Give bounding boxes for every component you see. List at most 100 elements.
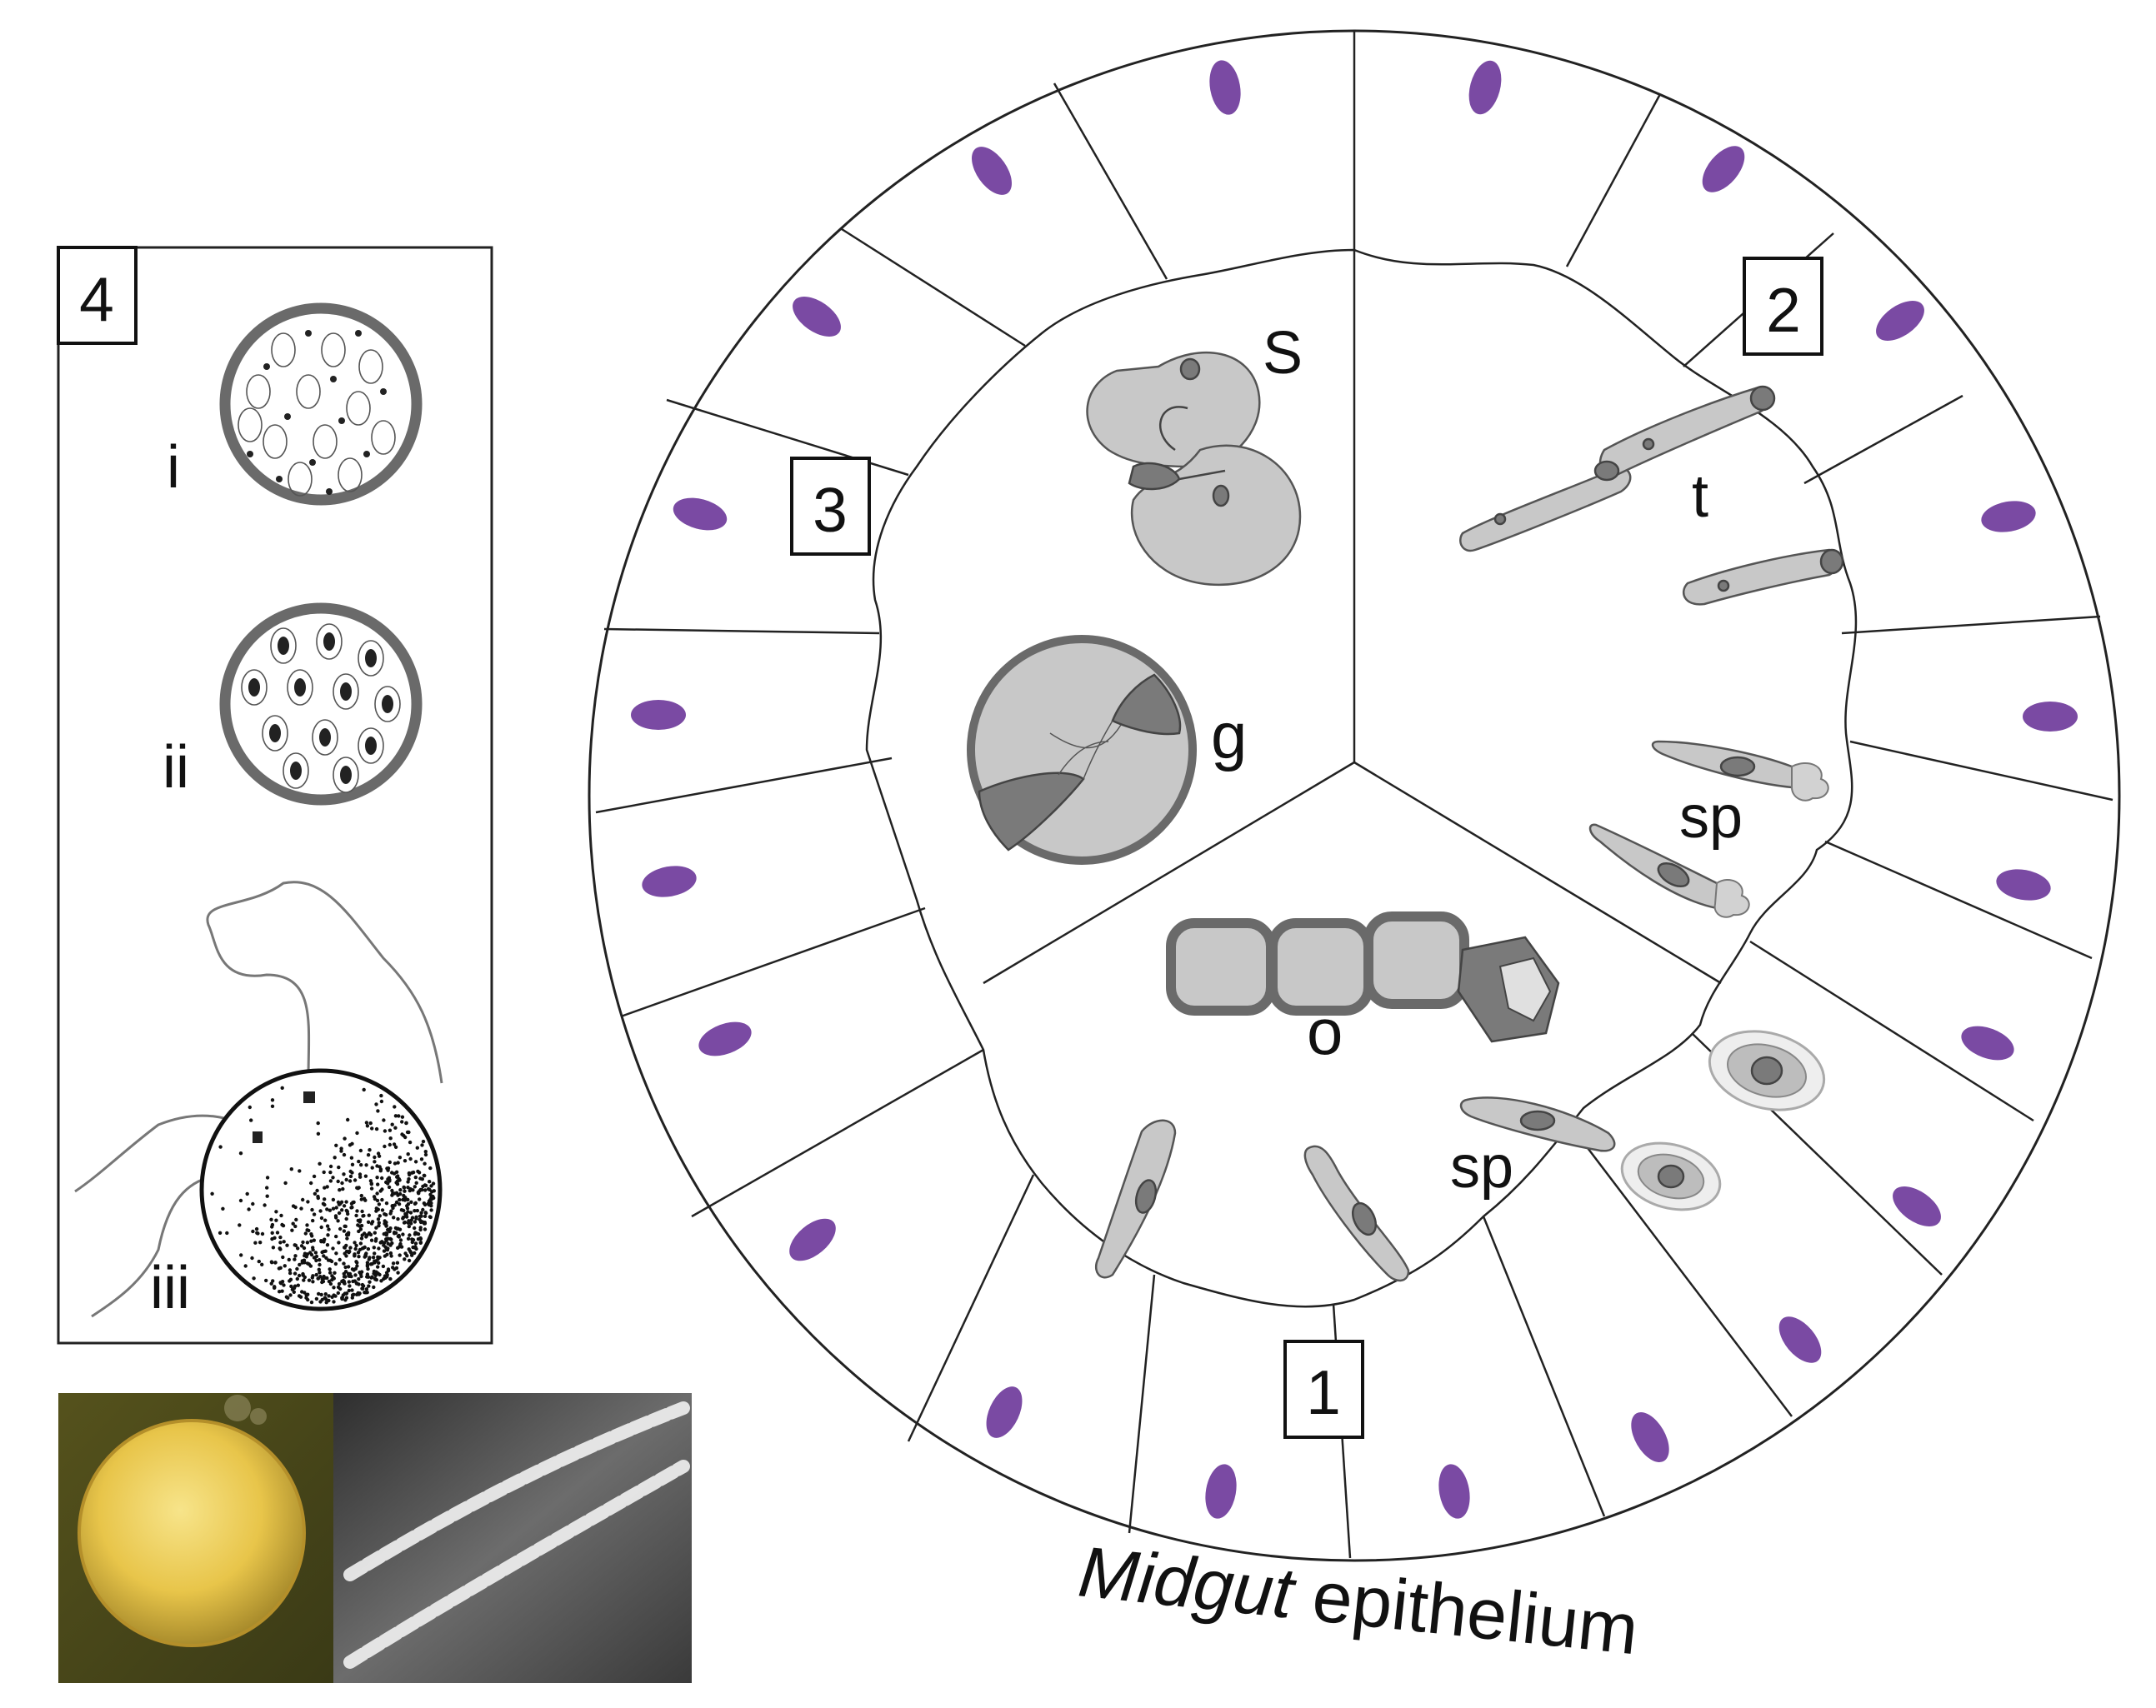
granule: [397, 1202, 402, 1206]
granule: [297, 1273, 302, 1278]
granule: [393, 1231, 397, 1235]
cell-wall: [1803, 394, 1963, 485]
granule: [309, 1300, 314, 1305]
granule: [364, 1234, 369, 1238]
granule: [396, 1161, 400, 1165]
granule: [353, 1241, 357, 1245]
sporozoite-nucleus: [1519, 1110, 1556, 1131]
trophozoite-nucleus: [1493, 512, 1507, 526]
granule: [336, 1219, 340, 1223]
granule: [376, 1109, 380, 1113]
granule: [386, 1181, 390, 1186]
granule: [328, 1271, 333, 1275]
granule: [431, 1181, 436, 1186]
granule: [323, 1186, 327, 1190]
sporoduct-base: [253, 1131, 263, 1143]
granule: [333, 1271, 337, 1276]
granule: [254, 1226, 259, 1231]
granule: [306, 1200, 310, 1204]
cell-nucleus: [673, 497, 728, 531]
granule: [343, 1270, 348, 1274]
granule: [348, 1246, 353, 1250]
granule: [221, 1206, 225, 1211]
granule: [353, 1273, 358, 1277]
granule: [269, 1217, 273, 1222]
granule: [291, 1221, 295, 1226]
granule: [393, 1145, 398, 1150]
granule: [377, 1202, 382, 1206]
granule: [378, 1214, 382, 1218]
trophozoite-nucleus: [1717, 579, 1730, 592]
granule: [338, 1188, 342, 1192]
granule: [337, 1165, 341, 1170]
granule: [410, 1253, 414, 1257]
granule: [423, 1183, 428, 1188]
granule: [342, 1172, 346, 1176]
cell-nucleus: [1205, 1464, 1237, 1519]
granule: [340, 1296, 344, 1300]
granule: [384, 1201, 389, 1206]
granule: [255, 1231, 259, 1236]
gamont: [1111, 673, 1182, 736]
granule: [342, 1204, 347, 1208]
granule: [243, 1264, 248, 1268]
granule: [299, 1206, 303, 1211]
cell-nucleus: [1996, 869, 2051, 901]
cell-wall: [620, 906, 926, 1018]
granule: [419, 1214, 423, 1218]
gamont: [978, 772, 1085, 852]
granule: [386, 1236, 390, 1241]
panel-number-4: 4: [79, 264, 114, 334]
granule: [403, 1135, 408, 1140]
granule: [423, 1188, 428, 1192]
panel-number-4-box: [57, 246, 138, 345]
granule: [423, 1150, 428, 1154]
cell-wall: [841, 227, 1026, 347]
granule: [382, 1249, 387, 1253]
granule: [414, 1216, 418, 1221]
label-t: t: [1692, 463, 1708, 530]
granule: [383, 1129, 388, 1133]
cyst-wall: [199, 1068, 443, 1311]
label-g: g: [1211, 699, 1247, 772]
granule: [368, 1256, 372, 1260]
granule: [373, 1155, 377, 1160]
granule: [388, 1160, 392, 1165]
oocyst: [1363, 911, 1469, 1009]
granule: [428, 1166, 433, 1171]
granule: [316, 1121, 320, 1126]
granule: [399, 1208, 404, 1212]
granule: [320, 1280, 324, 1285]
granule: [318, 1209, 323, 1213]
trophozoite: [1459, 465, 1632, 552]
granule: [406, 1202, 411, 1206]
sporoduct-base: [303, 1091, 315, 1103]
granule: [384, 1212, 388, 1217]
granule: [408, 1140, 413, 1145]
granule: [304, 1293, 308, 1297]
granule: [349, 1156, 354, 1160]
granule: [365, 1124, 370, 1128]
granule: [312, 1238, 316, 1242]
granule: [419, 1157, 424, 1161]
granule: [423, 1173, 427, 1178]
granule: [260, 1231, 265, 1236]
granule: [371, 1256, 376, 1260]
granule: [430, 1190, 434, 1194]
granule: [302, 1278, 306, 1282]
granule: [238, 1223, 242, 1227]
granule: [302, 1246, 307, 1251]
granule: [325, 1224, 330, 1228]
granule: [408, 1211, 413, 1215]
cell-nucleus: [1209, 60, 1241, 115]
granule: [273, 1286, 277, 1291]
granule: [381, 1264, 386, 1269]
granule: [415, 1208, 419, 1213]
granule: [323, 1197, 327, 1201]
granule: [292, 1290, 296, 1295]
granule: [403, 1189, 407, 1193]
granule: [274, 1210, 278, 1214]
granule: [365, 1272, 370, 1276]
granule: [348, 1179, 353, 1183]
